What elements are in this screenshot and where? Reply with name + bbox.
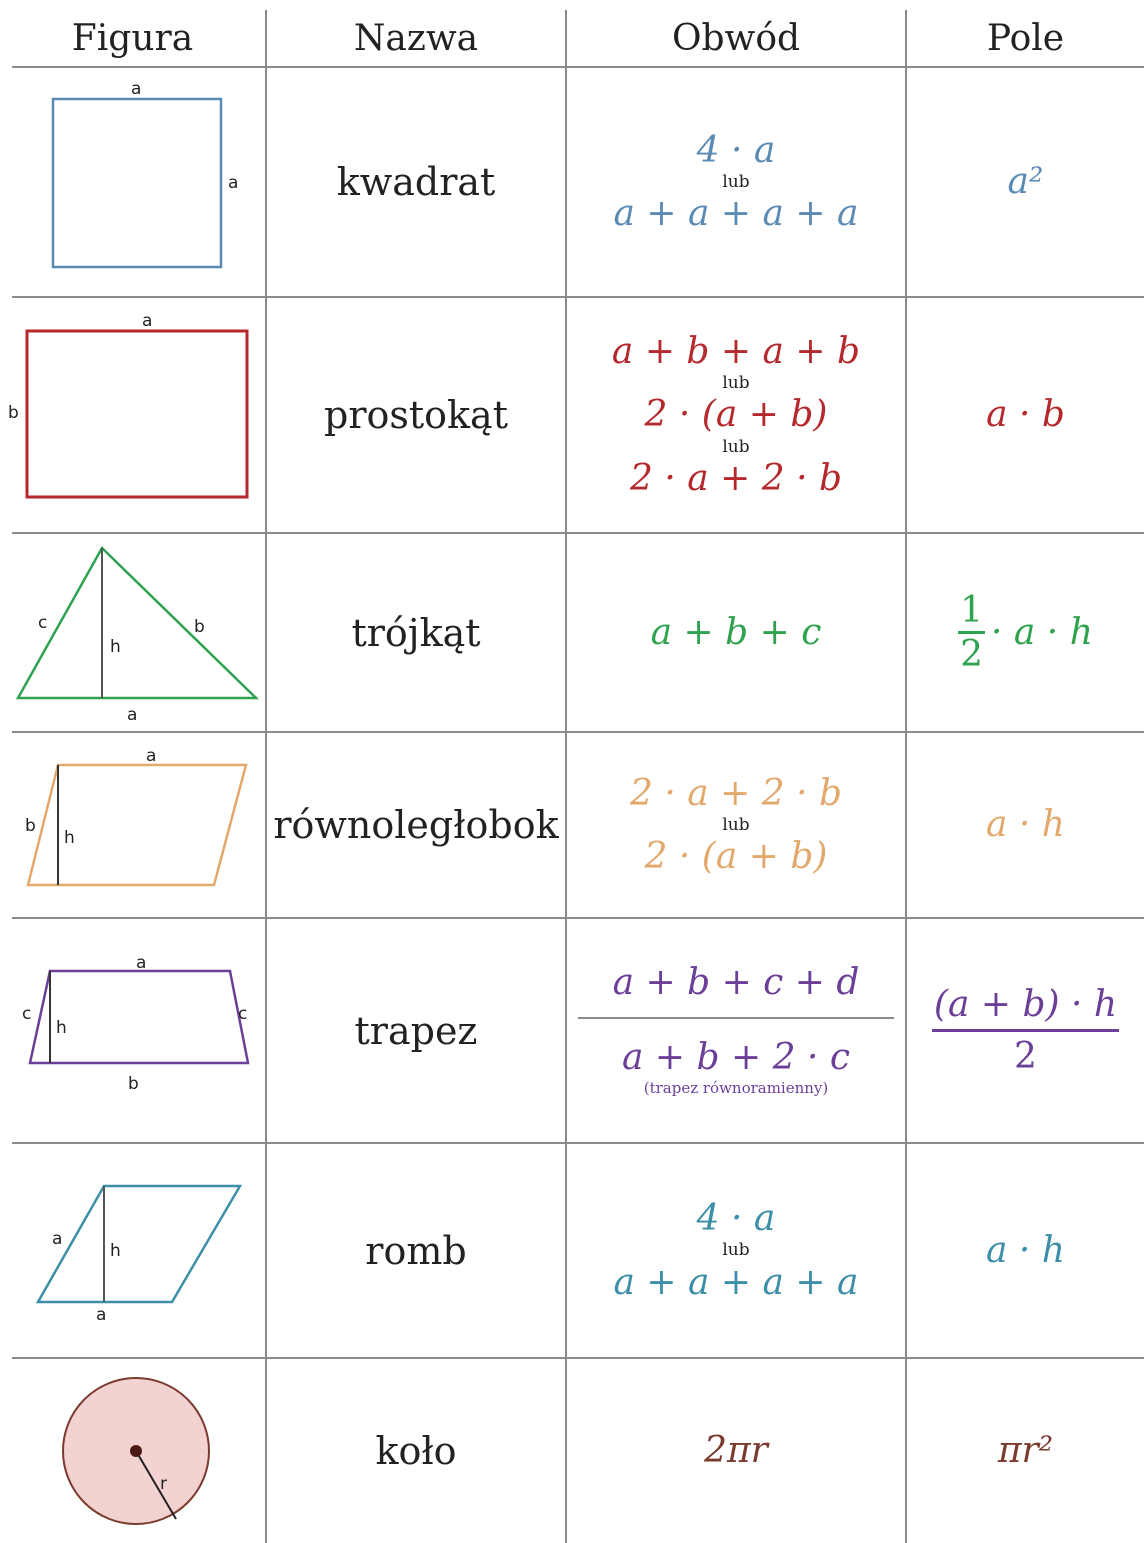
fraction-denominator: 2: [960, 634, 984, 675]
fraction-denominator: 2: [1014, 1036, 1037, 1077]
or-label: lub: [722, 171, 750, 192]
row-divider: [12, 917, 1144, 919]
perimeter-formula: 2 · a + 2 · b lub 2 · (a + b): [567, 733, 905, 917]
formula-line: 2πr: [704, 1430, 768, 1472]
fraction-bar: [958, 631, 986, 634]
formula-line: a + b + a + b: [611, 330, 861, 372]
shape-name: równoległobok: [273, 803, 559, 847]
or-label: lub: [722, 1240, 750, 1261]
or-label: lub: [722, 436, 750, 457]
perimeter-formula: 2πr: [567, 1359, 905, 1543]
side-label: b: [25, 816, 36, 836]
formula-line: a · h: [986, 804, 1065, 846]
triangle-figure: c h b a: [15, 545, 260, 725]
shape-name: prostokąt: [324, 393, 508, 437]
side-label: b: [128, 1074, 139, 1094]
row-divider: [12, 731, 1144, 733]
height-label: h: [56, 1018, 67, 1038]
formula-line: 2 · (a + b): [644, 394, 828, 436]
shape-name: romb: [365, 1228, 467, 1273]
circle-figure: r: [62, 1377, 210, 1525]
formula-line: · a · h: [991, 611, 1093, 653]
rhombus-figure: a h a: [35, 1184, 243, 1325]
header-area: Pole: [986, 17, 1065, 59]
formula-line: a²: [1007, 161, 1044, 203]
formula-line: πr²: [997, 1430, 1054, 1472]
formula-line: 4 · a: [696, 1198, 776, 1240]
header-perimeter: Obwód: [671, 17, 801, 59]
side-label: c: [238, 1004, 247, 1024]
formula-line: a + b + c: [650, 611, 822, 653]
shape-name: trójkąt: [351, 610, 481, 655]
side-label: c: [38, 613, 47, 633]
formula-line: a + a + a + a: [613, 1261, 859, 1303]
fraction-bar: [931, 1029, 1120, 1032]
formula-line: a + b + 2 · c: [621, 1037, 850, 1078]
or-label: lub: [722, 373, 750, 394]
fraction: 1 2: [958, 589, 986, 676]
side-label: a: [136, 953, 146, 973]
side-label: a: [127, 705, 137, 725]
row-divider: [12, 1357, 1144, 1359]
height-label: h: [110, 637, 121, 657]
formula-line: a · b: [986, 394, 1065, 436]
side-label: c: [22, 1004, 31, 1024]
row-divider: [12, 1142, 1144, 1144]
shape-name: kwadrat: [336, 160, 496, 204]
radius-label: r: [160, 1474, 167, 1494]
or-label: lub: [722, 814, 750, 835]
formula-line: a + b + c + d: [612, 961, 860, 1003]
side-label: a: [52, 1229, 62, 1249]
perimeter-formula: a + b + c: [567, 534, 905, 731]
shape-name: koło: [375, 1429, 457, 1473]
area-formula: a · b: [907, 298, 1144, 532]
area-formula: 1 2 · a · h: [907, 534, 1144, 731]
area-formula: (a + b) · h 2: [907, 919, 1144, 1142]
header-name: Nazwa: [353, 17, 479, 59]
side-label: a: [228, 173, 238, 193]
square-figure: a a: [51, 79, 238, 269]
side-label: a: [142, 311, 152, 331]
column-divider: [265, 10, 267, 1543]
parallelogram-figure: a b h: [25, 746, 248, 887]
side-label: a: [96, 1305, 106, 1325]
perimeter-formula: a + b + a + b lub 2 · (a + b) lub 2 · a …: [567, 298, 905, 532]
row-divider: [12, 296, 1144, 298]
center-point: [130, 1445, 142, 1457]
area-formula: a²: [907, 68, 1144, 296]
shape-name: trapez: [354, 1008, 478, 1053]
formula-line: 2 · (a + b): [644, 836, 828, 878]
header-figure: Figura: [71, 17, 194, 59]
side-label: a: [131, 79, 141, 99]
area-formula: πr²: [907, 1359, 1144, 1543]
fraction: (a + b) · h 2: [931, 983, 1120, 1078]
fraction-numerator: 1: [960, 589, 984, 631]
formula-line: 4 · a: [696, 129, 776, 171]
area-formula: a · h: [907, 1144, 1144, 1357]
side-label: a: [146, 746, 156, 766]
formula-line: a · h: [986, 1229, 1065, 1271]
row-divider: [12, 532, 1144, 534]
formula-note: (trapez równoramienny): [643, 1079, 829, 1098]
formula-line: 2 · a + 2 · b: [629, 772, 843, 814]
separator-line: [578, 1017, 894, 1019]
formula-line: 2 · a + 2 · b: [629, 457, 843, 499]
side-label: b: [194, 617, 205, 637]
column-divider: [565, 10, 567, 1543]
height-label: h: [64, 828, 75, 848]
column-divider: [905, 10, 907, 1543]
rectangle-figure: a b: [8, 311, 249, 499]
area-formula: a · h: [907, 733, 1144, 917]
perimeter-formula: a + b + c + d a + b + 2 · c (trapez równ…: [567, 919, 905, 1142]
height-label: h: [110, 1241, 121, 1261]
fraction-numerator: (a + b) · h: [933, 983, 1118, 1025]
row-divider: [12, 66, 1144, 68]
side-label: b: [8, 403, 19, 423]
perimeter-formula: 4 · a lub a + a + a + a: [567, 1144, 905, 1357]
trapezoid-figure: a c h c b: [22, 953, 250, 1094]
perimeter-formula: 4 · a lub a + a + a + a: [567, 68, 905, 296]
formula-line: a + a + a + a: [613, 193, 859, 235]
